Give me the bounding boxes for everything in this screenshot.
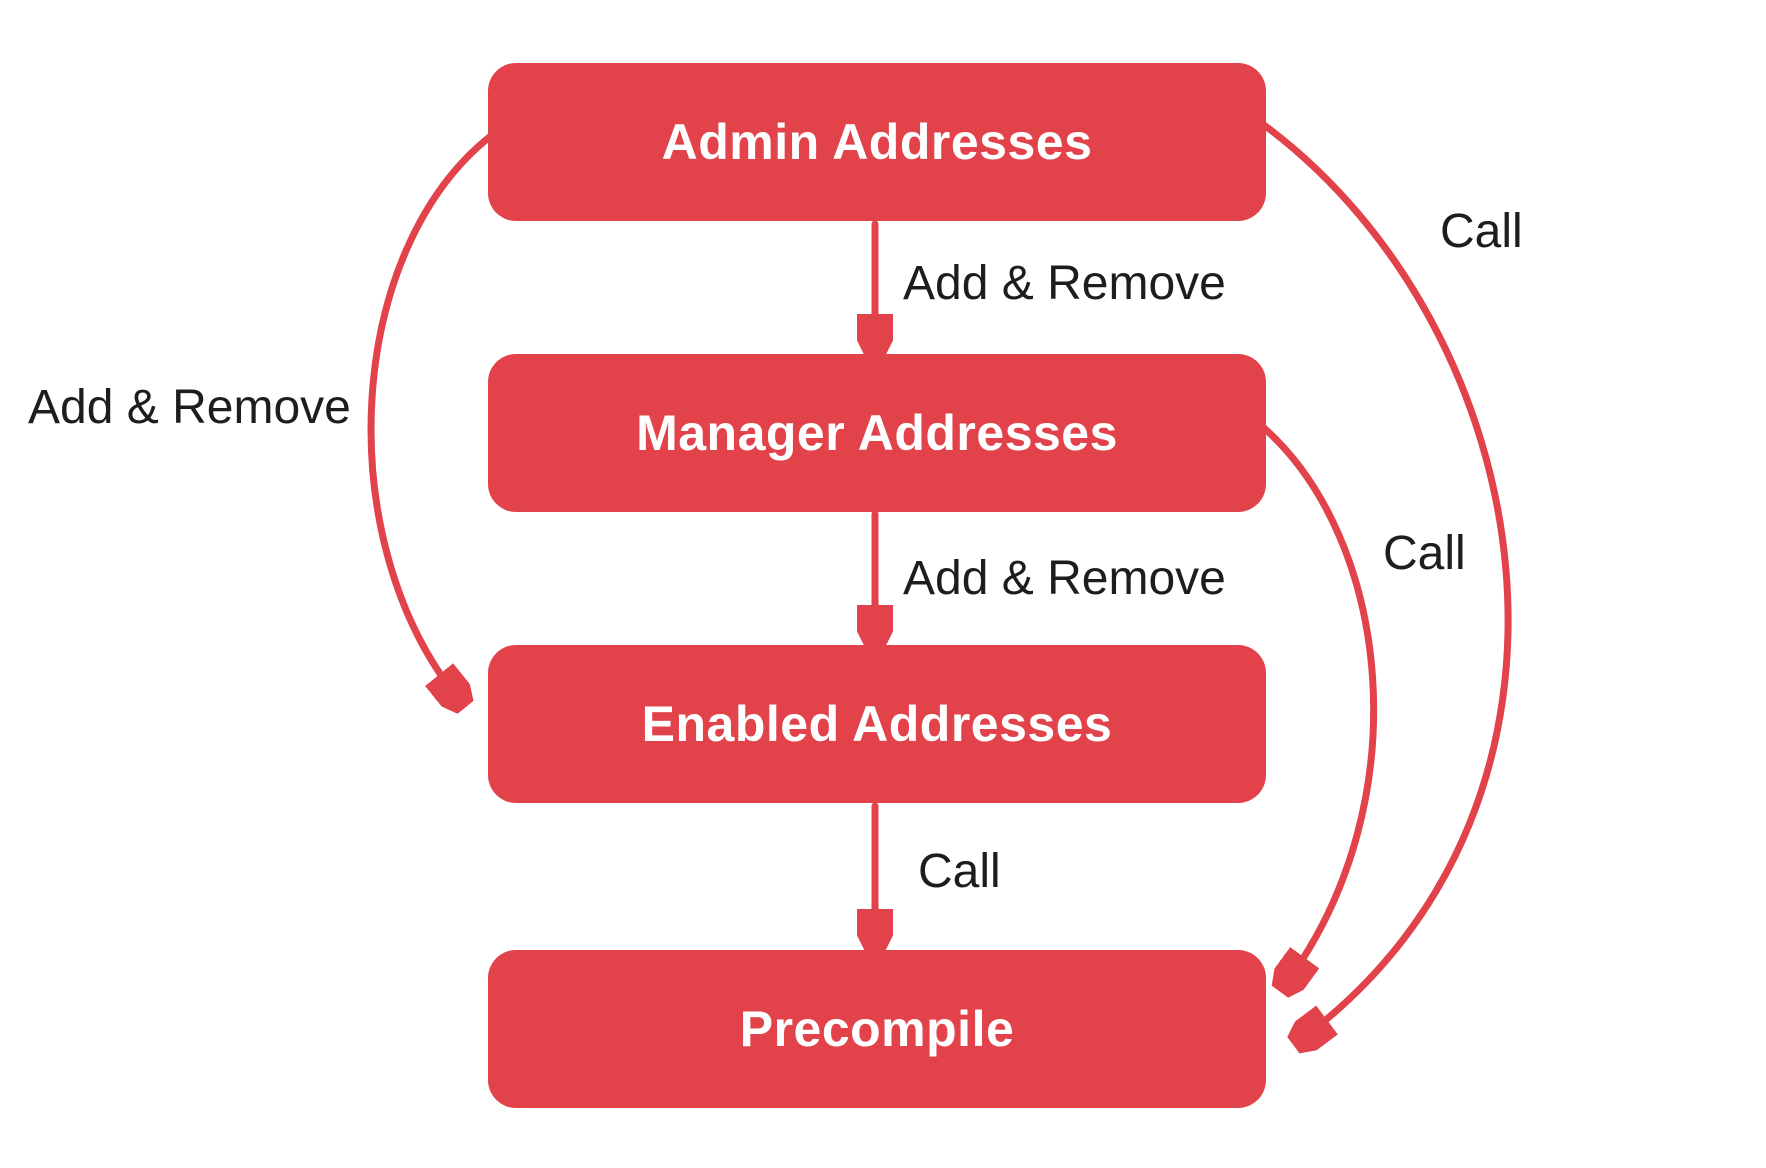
edge-label-enabled-precompile: Call bbox=[918, 845, 1001, 898]
node-admin-addresses-label: Admin Addresses bbox=[661, 114, 1093, 170]
edge-label-admin-enabled: Add & Remove bbox=[28, 381, 351, 434]
node-enabled-addresses-label: Enabled Addresses bbox=[641, 696, 1113, 752]
edge-label-manager-precompile: Call bbox=[1383, 527, 1466, 580]
edge-label-manager-enabled: Add & Remove bbox=[903, 552, 1226, 605]
node-manager-addresses: Manager Addresses bbox=[488, 354, 1266, 512]
node-admin-addresses: Admin Addresses bbox=[488, 63, 1266, 221]
node-precompile: Precompile bbox=[488, 950, 1266, 1108]
node-manager-addresses-label: Manager Addresses bbox=[636, 405, 1118, 461]
node-precompile-label: Precompile bbox=[739, 1001, 1015, 1057]
node-enabled-addresses: Enabled Addresses bbox=[488, 645, 1266, 803]
edge-label-admin-manager: Add & Remove bbox=[903, 257, 1226, 310]
edge-label-admin-precompile: Call bbox=[1440, 205, 1523, 258]
arrow-admin-to-precompile-outer-curve bbox=[1260, 121, 1512, 1038]
arrow-manager-to-precompile-inner-curve bbox=[1260, 424, 1378, 982]
arrow-admin-to-enabled-left-curve bbox=[367, 131, 496, 698]
